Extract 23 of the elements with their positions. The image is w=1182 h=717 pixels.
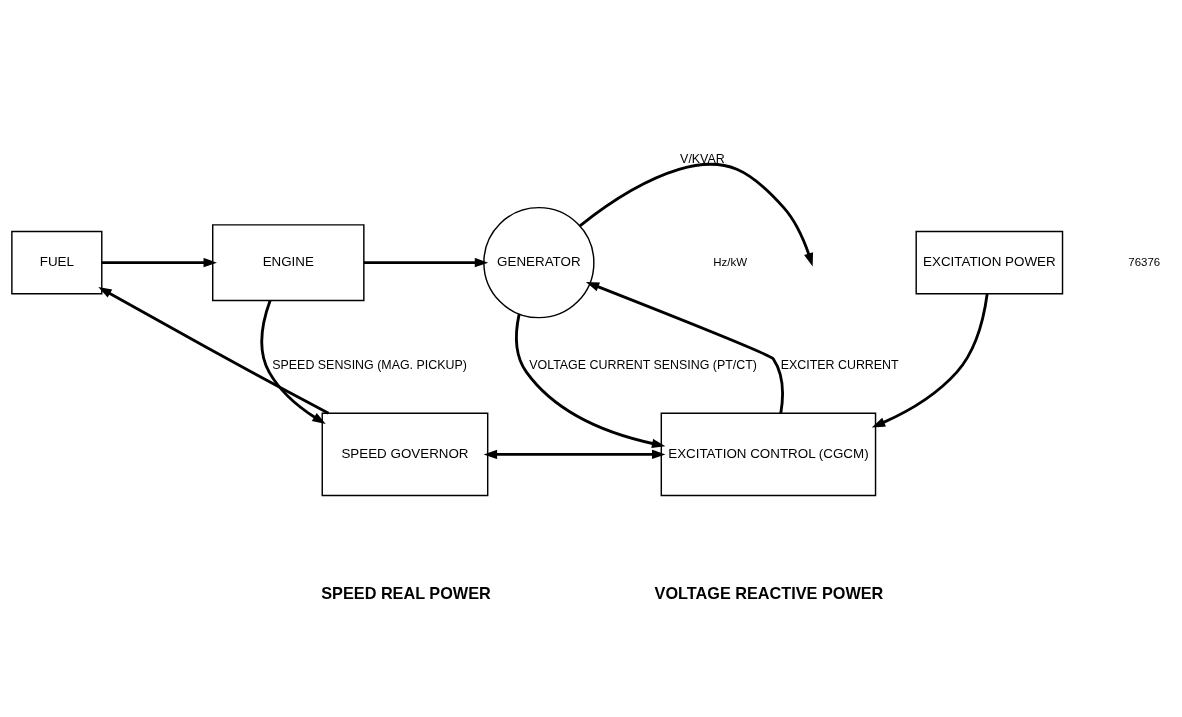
arrow bbox=[98, 286, 330, 414]
label: 76376 bbox=[1128, 255, 1161, 268]
arrow bbox=[260, 299, 326, 424]
node-circle: GENERATOR bbox=[483, 206, 595, 318]
node-box: ENGINE bbox=[212, 223, 365, 301]
edge-label: EXCITER CURRENT bbox=[780, 357, 899, 372]
label: SPEED REAL POWER bbox=[321, 583, 491, 602]
arrow bbox=[585, 281, 784, 413]
edge-label: V/KVAR bbox=[680, 151, 725, 166]
edge-label: VOLTAGE CURRENT SENSING (PT/CT) bbox=[529, 357, 758, 372]
arrow bbox=[363, 257, 489, 267]
node-box: EXCITATION CONTROL (CGCM) bbox=[660, 412, 877, 496]
label: VOLTAGE REACTIVE POWER bbox=[654, 583, 884, 602]
edge-label: SPEED SENSING (MAG. PICKUP) bbox=[272, 357, 467, 372]
arrow bbox=[579, 162, 814, 266]
arrow bbox=[515, 313, 666, 448]
node-box: EXCITATION POWER bbox=[915, 230, 1064, 294]
node-box: FUEL bbox=[11, 230, 103, 294]
arrow bbox=[871, 293, 989, 427]
arrow bbox=[483, 449, 666, 459]
arrow bbox=[102, 257, 217, 267]
node-box: SPEED GOVERNOR bbox=[321, 412, 489, 496]
label: Hz/kW bbox=[713, 255, 748, 268]
